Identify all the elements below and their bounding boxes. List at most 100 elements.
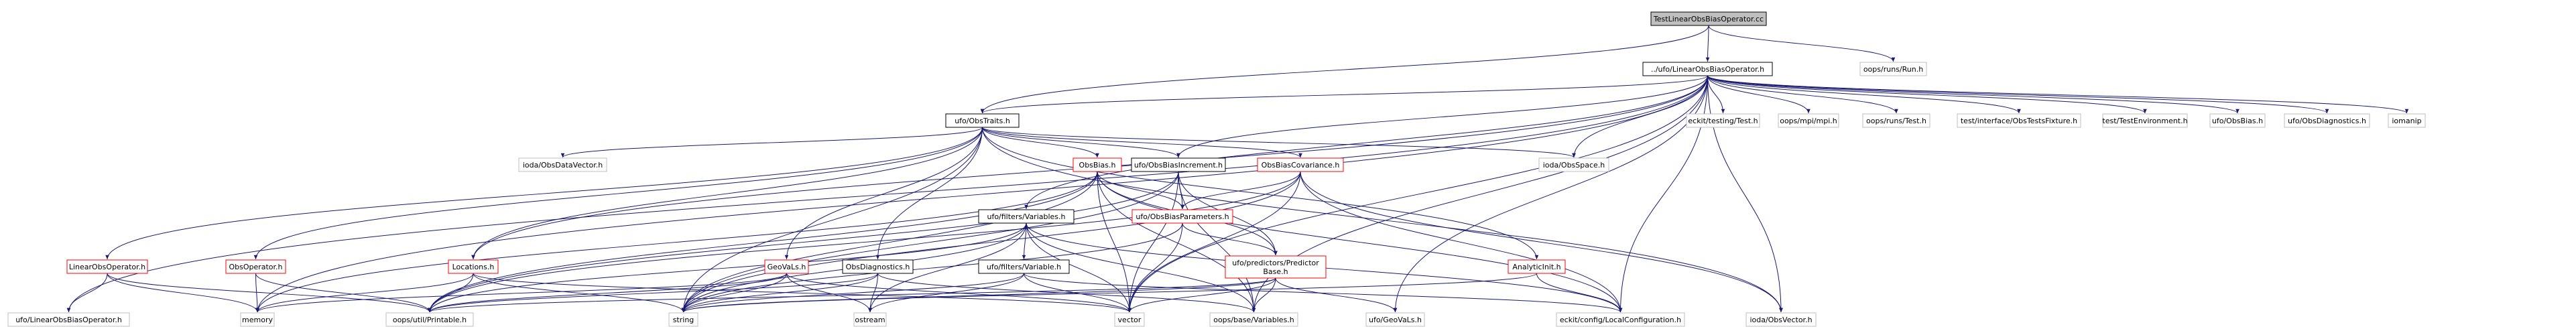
edge-obsoperator-to-printable — [255, 273, 432, 313]
node-vector-box — [1114, 312, 1145, 327]
node-oopsvars-box — [1209, 312, 1298, 327]
edge-obstraits-to-obsbiascov — [982, 127, 1302, 158]
node-printable[interactable]: oops/util/Printable.h — [385, 312, 474, 327]
edges-layer — [66, 25, 2409, 313]
node-linop-label: ../ufo/LinearObsBiasOperator.h — [1651, 65, 1764, 74]
node-ostream[interactable]: ostream — [853, 312, 887, 327]
node-obsdatavec-label: ioda/ObsDataVector.h — [523, 161, 603, 170]
node-run[interactable]: oops/runs/Run.h — [1859, 62, 1927, 76]
edge-obstraits-to-locations — [471, 127, 983, 260]
node-filtvars[interactable]: ufo/filters/Variables.h — [978, 209, 1075, 224]
node-obsdiag_u[interactable]: ufo/ObsDiagnostics.h — [2284, 113, 2370, 128]
node-geovals-label: GeoVaLs.h — [768, 263, 806, 271]
node-obstraits[interactable]: ufo/ObsTraits.h — [945, 113, 1020, 128]
node-obsdiagH[interactable]: ObsDiagnostics.h — [842, 259, 914, 274]
edge-linop-to-memory — [255, 75, 1708, 313]
node-oopsvars[interactable]: oops/base/Variables.h — [1209, 312, 1298, 327]
node-analyticinit[interactable]: AnalyticInit.h — [1508, 259, 1566, 274]
node-geovals-box — [764, 259, 809, 274]
node-obsoperator[interactable]: ObsOperator.h — [225, 259, 286, 274]
node-filtvar[interactable]: ufo/filters/Variable.h — [978, 259, 1070, 274]
node-memory[interactable]: memory — [240, 312, 275, 327]
node-linopH-box — [66, 259, 148, 274]
node-obsdiagH-label: ObsDiagnostics.h — [846, 263, 910, 271]
edge-linop-to-ufo_linop — [66, 75, 1708, 313]
edge-obsbiascov-to-obsvector — [1300, 171, 1783, 313]
edge-obstraits-to-obsdiagH — [875, 127, 983, 260]
edge-locations-to-string — [473, 273, 686, 313]
node-ufo_linop-label: ufo/LinearObsBiasOperator.h — [15, 316, 122, 324]
node-mpi-box — [1778, 113, 1839, 128]
edge-geovals-to-string — [681, 273, 787, 313]
node-iomanip[interactable]: iomanip — [2388, 113, 2426, 128]
edge-predbase-to-vector — [1127, 277, 1276, 313]
edge-linop-to-obstraits — [980, 75, 1708, 114]
node-ufo_linop[interactable]: ufo/LinearObsBiasOperator.h — [7, 312, 130, 327]
node-mpi[interactable]: oops/mpi/mpi.h — [1778, 113, 1839, 128]
node-obstestsfix[interactable]: test/interface/ObsTestsFixture.h — [1957, 113, 2081, 128]
edge-geovals-to-memory — [255, 273, 787, 313]
edge-obsdiagH-to-printable — [428, 273, 878, 313]
node-localconf[interactable]: eckit/config/LocalConfiguration.h — [1556, 312, 1685, 327]
node-runtest[interactable]: oops/runs/Test.h — [1862, 113, 1930, 128]
node-ostream-label: ostream — [855, 316, 885, 324]
node-obsbias-label: ObsBias.h — [1079, 161, 1116, 170]
node-linop[interactable]: ../ufo/LinearObsBiasOperator.h — [1642, 62, 1773, 76]
node-ecktest[interactable]: eckit/testing/Test.h — [1686, 113, 1760, 128]
edge-locations-to-vector — [473, 273, 1131, 313]
node-ufogeovals-box — [1365, 312, 1425, 327]
node-memory-label: memory — [242, 316, 273, 324]
edge-linop-to-testenv — [1707, 75, 2147, 114]
node-linopH[interactable]: LinearObsOperator.h — [66, 259, 148, 274]
node-obsbiascov[interactable]: ObsBiasCovariance.h — [1257, 157, 1344, 172]
node-root-label: TestLinearObsBiasOperator.cc — [1653, 15, 1764, 23]
node-obsvector[interactable]: ioda/ObsVector.h — [1745, 312, 1817, 327]
edge-obsbias-to-printable — [428, 171, 1098, 313]
node-obsdatavec[interactable]: ioda/ObsDataVector.h — [518, 157, 607, 172]
node-vector[interactable]: vector — [1114, 312, 1145, 327]
node-ufo_linop-box — [7, 312, 130, 327]
node-obsvector-label: ioda/ObsVector.h — [1750, 316, 1812, 324]
edge-obsdiagH-to-string — [681, 273, 878, 313]
node-obsdiagH-box — [842, 259, 914, 274]
node-obsspace[interactable]: ioda/ObsSpace.h — [1538, 157, 1609, 172]
node-predbase-label: ufo/predictors/Predictor — [1232, 259, 1319, 267]
node-printable-label: oops/util/Printable.h — [393, 316, 467, 324]
edge-obsbiasinc-to-string — [681, 171, 1179, 313]
edge-analyticinit-to-string — [681, 273, 1537, 313]
node-obsbias[interactable]: ObsBias.h — [1072, 157, 1122, 172]
node-ufogeovals[interactable]: ufo/GeoVaLs.h — [1365, 312, 1425, 327]
node-filtvars-label: ufo/filters/Variables.h — [987, 212, 1065, 221]
node-linopH-label: LinearObsOperator.h — [69, 263, 145, 271]
edge-obsbiascov-to-string — [681, 171, 1301, 313]
edge-obsbiasparams-to-predbase — [1182, 222, 1278, 256]
node-obsbiascov-label: ObsBiasCovariance.h — [1262, 161, 1340, 170]
edge-linopH-to-ufo_linop — [66, 273, 108, 313]
node-obsbias_u[interactable]: ufo/ObsBias.h — [2209, 113, 2266, 128]
node-locations[interactable]: Locations.h — [448, 259, 499, 274]
edge-linop-to-obsbiasinc — [1176, 75, 1708, 158]
node-locations-label: Locations.h — [452, 263, 495, 271]
edge-filtvars-to-oopsvars — [1026, 222, 1256, 313]
node-root: TestLinearObsBiasOperator.cc — [1650, 11, 1767, 26]
node-filtvar-label: ufo/filters/Variable.h — [987, 263, 1061, 271]
edge-obsbiascov-to-vector — [1127, 171, 1301, 313]
node-obsbiasinc[interactable]: ufo/ObsBiasIncrement.h — [1131, 157, 1226, 172]
edge-obsbias-to-string — [681, 171, 1098, 313]
edge-locations-to-memory — [255, 273, 474, 313]
node-testenv[interactable]: test/TestEnvironment.h — [2102, 113, 2188, 128]
edge-root-to-obstraits — [980, 25, 1709, 114]
node-obsoperator-box — [225, 259, 286, 274]
node-obsbiasinc-label: ufo/ObsBiasIncrement.h — [1134, 161, 1223, 170]
edge-linop-to-mpi — [1707, 75, 1811, 114]
node-string[interactable]: string — [668, 312, 698, 327]
node-ecktest-box — [1686, 113, 1760, 128]
node-obsspace-box — [1538, 157, 1609, 172]
edge-obstraits-to-obsoperator — [253, 127, 983, 260]
edge-root-to-run — [1708, 25, 1896, 62]
node-obsbiasparams[interactable]: ufo/ObsBiasParameters.h — [1131, 209, 1233, 224]
node-analyticinit-box — [1508, 259, 1566, 274]
node-printable-box — [385, 312, 474, 327]
node-geovals[interactable]: GeoVaLs.h — [764, 259, 809, 274]
